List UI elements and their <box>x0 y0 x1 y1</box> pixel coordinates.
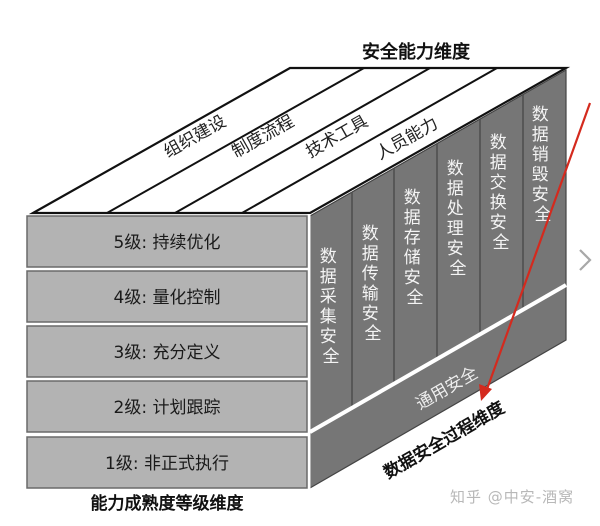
level-2-row <box>26 380 308 433</box>
maturity-levels: 5级: 持续优化 4级: 量化控制 3级: 充分定义 2级: 计划跟踪 1级: … <box>26 215 308 489</box>
maturity-dimension-title: 能力成熟度等级维度 <box>91 493 245 514</box>
side-face <box>307 68 567 490</box>
level-3-label: 3级: 充分定义 <box>114 343 221 363</box>
process-stage-storage: 数 据 存 储 安 全 <box>404 188 426 308</box>
level-4-label: 4级: 量化控制 <box>114 288 221 308</box>
red-arrow-icon <box>479 102 592 401</box>
process-stage-processing: 数 据 处 理 安 全 <box>447 159 469 279</box>
chevron-right-icon[interactable] <box>578 248 592 272</box>
level-4-row <box>26 270 308 323</box>
process-stage-collect: 数 据 采 集 安 全 <box>320 247 342 367</box>
level-3-row <box>26 325 308 378</box>
process-stage-destruction: 数 据 销 毁 安 全 <box>532 105 554 225</box>
watermark: 知乎 @中安-酒窝 <box>450 488 575 506</box>
process-stage-exchange: 数 据 交 换 安 全 <box>490 133 512 253</box>
top-dimension-title: 安全能力维度 <box>362 41 471 63</box>
level-5-row <box>26 215 308 268</box>
level-5-label: 5级: 持续优化 <box>114 233 221 253</box>
process-columns <box>351 95 524 407</box>
level-1-label: 1级: 非正式执行 <box>105 454 229 474</box>
process-stage-transfer: 数 据 传 输 安 全 <box>362 224 384 344</box>
process-stage-labels: 数 据 采 集 安 全 数 据 传 输 安 全 数 据 存 储 安 全 数 据 … <box>320 105 554 367</box>
level-2-label: 2级: 计划跟踪 <box>114 398 221 418</box>
level-1-row <box>26 436 308 489</box>
